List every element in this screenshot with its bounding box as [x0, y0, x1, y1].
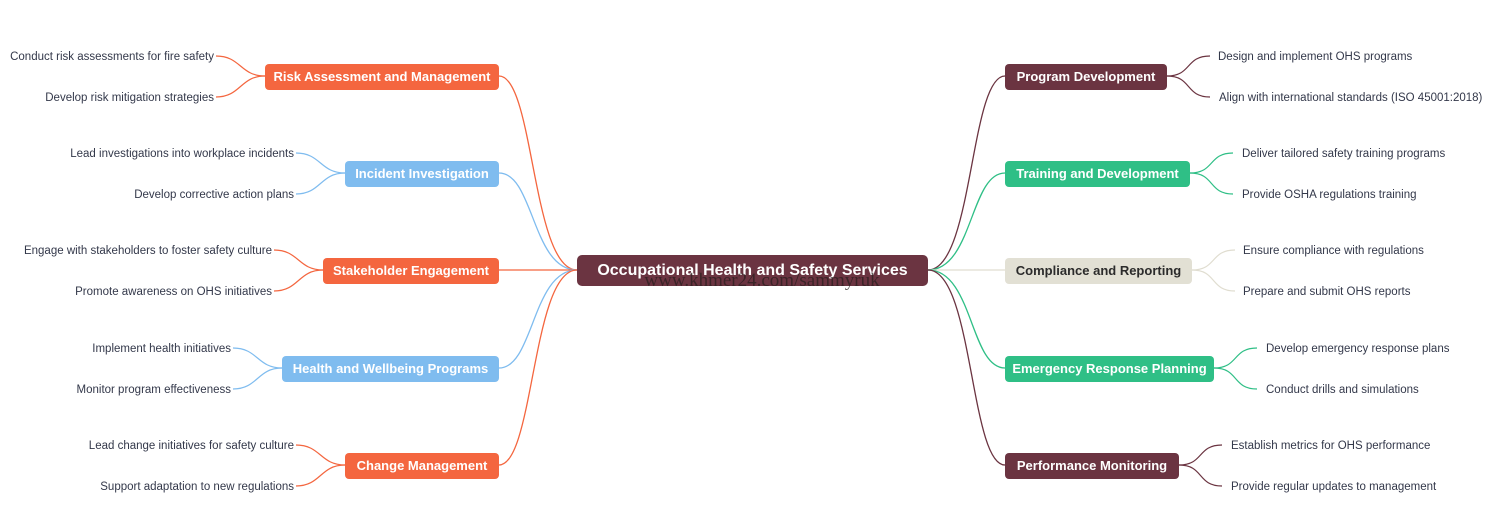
leaf-topic[interactable]: Implement health initiatives: [92, 343, 231, 355]
connector-line: [927, 172, 1006, 271]
root-topic[interactable]: Occupational Health and Safety Services: [577, 255, 928, 286]
connector-line: [1178, 464, 1223, 487]
connector-line: [215, 55, 266, 77]
leaf-topic[interactable]: Lead investigations into workplace incid…: [70, 148, 294, 160]
connector-line: [215, 75, 266, 98]
connector-line: [295, 152, 346, 174]
leaf-topic[interactable]: Monitor program effectiveness: [76, 384, 231, 396]
connector-line: [927, 269, 1006, 466]
connector-line: [1189, 152, 1234, 174]
connector-line: [295, 444, 346, 466]
leaf-topic[interactable]: Promote awareness on OHS initiatives: [75, 286, 272, 298]
leaf-topic[interactable]: Establish metrics for OHS performance: [1231, 440, 1431, 452]
connector-line: [498, 172, 578, 271]
connector-line: [927, 75, 1006, 271]
connector-line: [927, 269, 1006, 369]
connector-line: [232, 367, 283, 390]
leaf-topic[interactable]: Conduct drills and simulations: [1266, 384, 1419, 396]
leaf-topic[interactable]: Deliver tailored safety training program…: [1242, 148, 1446, 160]
connector-line: [498, 75, 578, 271]
connector-line: [1178, 444, 1223, 466]
leaf-topic[interactable]: Design and implement OHS programs: [1218, 51, 1413, 63]
leaf-topic[interactable]: Provide regular updates to management: [1231, 481, 1437, 493]
branch-emergency-response[interactable]: Emergency Response Planning: [1005, 356, 1214, 382]
connector-line: [1191, 249, 1236, 271]
connector-line: [273, 249, 324, 271]
connector-line: [295, 464, 346, 487]
branch-risk-assessment[interactable]: Risk Assessment and Management: [265, 64, 499, 90]
leaf-topic[interactable]: Provide OSHA regulations training: [1242, 189, 1417, 201]
leaf-topic[interactable]: Develop corrective action plans: [134, 189, 294, 201]
branch-change-management[interactable]: Change Management: [345, 453, 499, 479]
connector-line: [1166, 75, 1211, 98]
branch-program-development[interactable]: Program Development: [1005, 64, 1167, 90]
branch-incident-investigation[interactable]: Incident Investigation: [345, 161, 499, 187]
leaf-topic[interactable]: Lead change initiatives for safety cultu…: [88, 440, 294, 452]
leaf-topic[interactable]: Align with international standards (ISO …: [1219, 92, 1483, 104]
leaf-topic[interactable]: Ensure compliance with regulations: [1243, 245, 1424, 257]
connector-line: [498, 269, 578, 369]
connector-line: [1189, 172, 1234, 195]
connector-line: [1166, 55, 1211, 77]
connector-line: [273, 269, 324, 292]
leaf-topic[interactable]: Develop emergency response plans: [1266, 343, 1450, 355]
connector-line: [1191, 269, 1236, 292]
leaf-topic[interactable]: Develop risk mitigation strategies: [45, 92, 214, 104]
branch-compliance-reporting[interactable]: Compliance and Reporting: [1005, 258, 1192, 284]
branch-health-wellbeing[interactable]: Health and Wellbeing Programs: [282, 356, 499, 382]
leaf-topic[interactable]: Conduct risk assessments for fire safety: [10, 51, 214, 63]
leaf-topic[interactable]: Prepare and submit OHS reports: [1243, 286, 1411, 298]
leaf-topic[interactable]: Engage with stakeholders to foster safet…: [23, 245, 272, 257]
connector-line: [1213, 367, 1258, 390]
branch-training-development[interactable]: Training and Development: [1005, 161, 1190, 187]
connector-line: [232, 347, 283, 369]
branch-stakeholder-engagement[interactable]: Stakeholder Engagement: [323, 258, 499, 284]
branch-performance-monitoring[interactable]: Performance Monitoring: [1005, 453, 1179, 479]
connector-line: [498, 269, 578, 466]
connector-line: [1213, 347, 1258, 369]
leaf-topic[interactable]: Support adaptation to new regulations: [100, 481, 294, 493]
connector-line: [295, 172, 346, 195]
